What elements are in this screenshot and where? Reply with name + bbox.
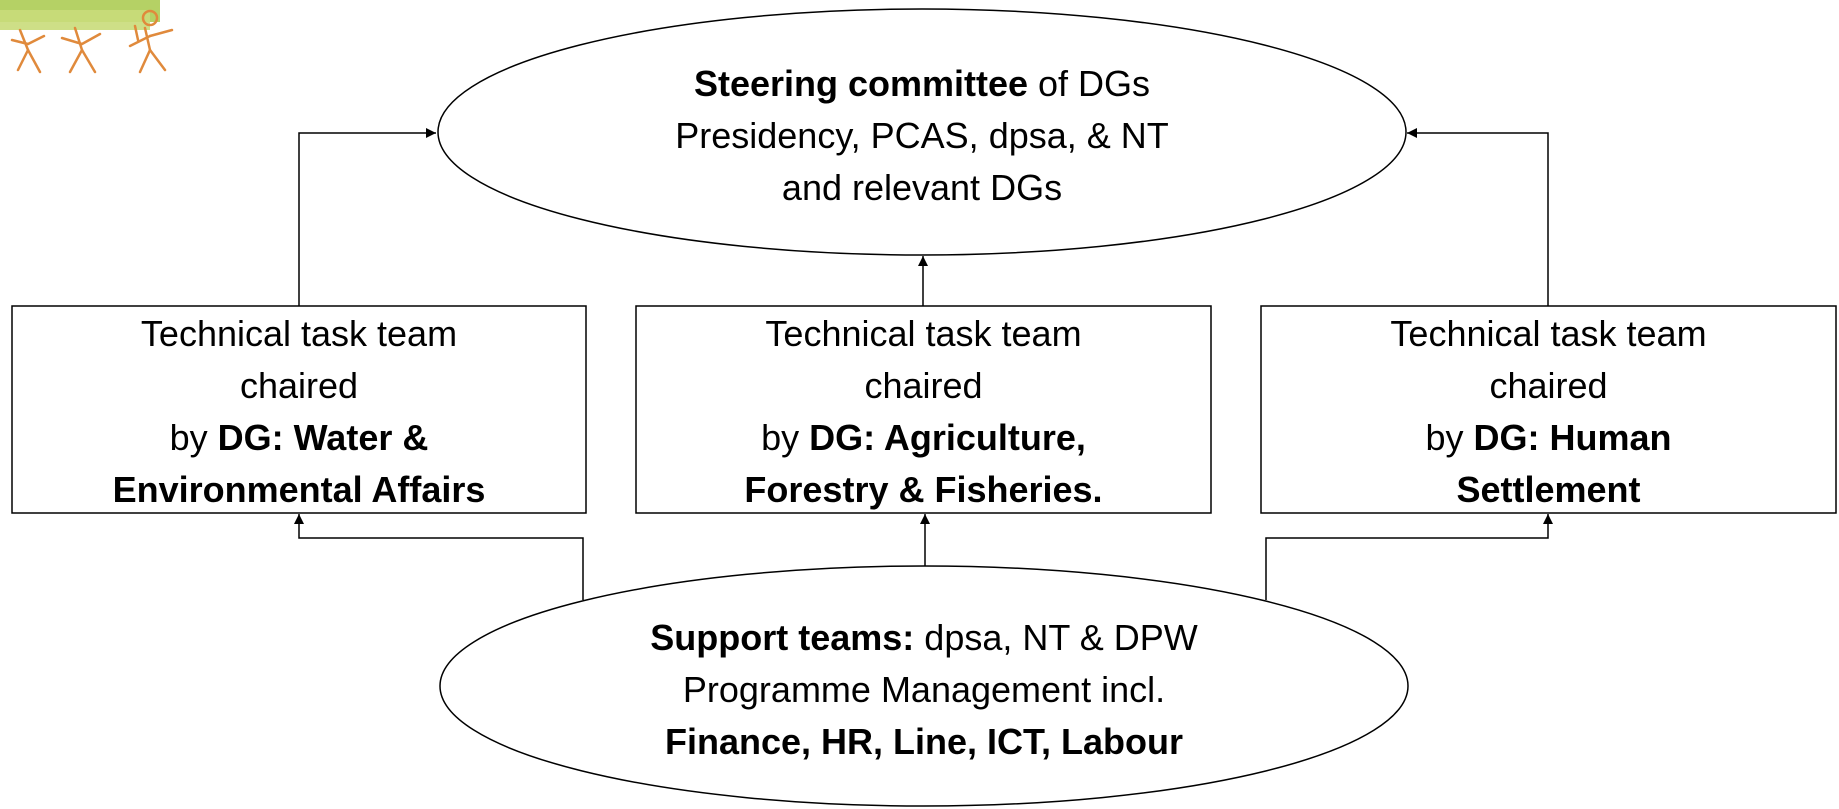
- support-title-bold: Support teams:: [650, 617, 915, 658]
- team-text-water: Technical task team chaired by DG: Water…: [12, 308, 586, 516]
- steering-title: Steering committee of DGs: [522, 58, 1322, 110]
- support-line-3: Finance, HR, Line, ICT, Labour: [664, 721, 1184, 762]
- steering-line-3: and relevant DGs: [781, 167, 1063, 208]
- arrow-support-to-water: [294, 514, 584, 600]
- team-line-1: Technical task team: [1390, 313, 1707, 354]
- team-line-2: chaired: [1489, 365, 1608, 406]
- team-box-human-settlement: [1260, 305, 1837, 514]
- team-line-2: chaired: [239, 365, 359, 406]
- team-text-agriculture: Technical task team chaired by DG: Agric…: [636, 308, 1211, 516]
- arrow-water-to-steering: [298, 128, 436, 306]
- support-teams-ellipse: [439, 565, 1409, 807]
- team-chair-bold-1: DG: Agriculture,: [809, 417, 1086, 458]
- steering-title-rest: of DGs: [1028, 63, 1151, 104]
- arrow-support-to-human-settlement: [1265, 514, 1553, 600]
- support-title-rest: dpsa, NT & DPW: [914, 617, 1198, 658]
- team-line-2: chaired: [864, 365, 983, 406]
- team-line-3: by DG: Human: [1261, 412, 1836, 464]
- team-by: by: [169, 417, 218, 458]
- team-chair-bold-1: DG: Human: [1473, 417, 1672, 458]
- steering-title-bold: Steering committee: [693, 63, 1029, 104]
- steering-line-2: Presidency, PCAS, dpsa, & NT: [675, 115, 1169, 156]
- team-chair-bold-1: DG: Water &: [217, 417, 429, 458]
- team-line-1: Technical task team: [140, 313, 458, 354]
- team-line-1: Technical task team: [765, 313, 1082, 354]
- steering-committee-ellipse: [437, 8, 1407, 256]
- team-box-agriculture: [635, 305, 1212, 514]
- steering-committee-text: Steering committee of DGs Presidency, PC…: [522, 58, 1322, 214]
- team-text-human-settlement: Technical task team chaired by DG: Human…: [1261, 308, 1836, 516]
- team-by: by: [761, 417, 810, 458]
- arrow-human-settlement-to-steering: [1407, 128, 1549, 306]
- team-chair-bold-2: Environmental Affairs: [112, 469, 486, 510]
- team-chair-bold-2: Forestry & Fisheries.: [744, 469, 1103, 510]
- people-logo: [0, 0, 174, 74]
- team-box-water: [11, 305, 587, 514]
- support-teams-text: Support teams: dpsa, NT & DPW Programme …: [524, 612, 1324, 768]
- team-line-3: by DG: Agriculture,: [636, 412, 1211, 464]
- support-line-2: Programme Management incl.: [682, 669, 1166, 710]
- team-line-3: by DG: Water &: [12, 412, 586, 464]
- team-chair-bold-2: Settlement: [1456, 469, 1641, 510]
- support-title: Support teams: dpsa, NT & DPW: [524, 612, 1324, 664]
- team-by: by: [1425, 417, 1474, 458]
